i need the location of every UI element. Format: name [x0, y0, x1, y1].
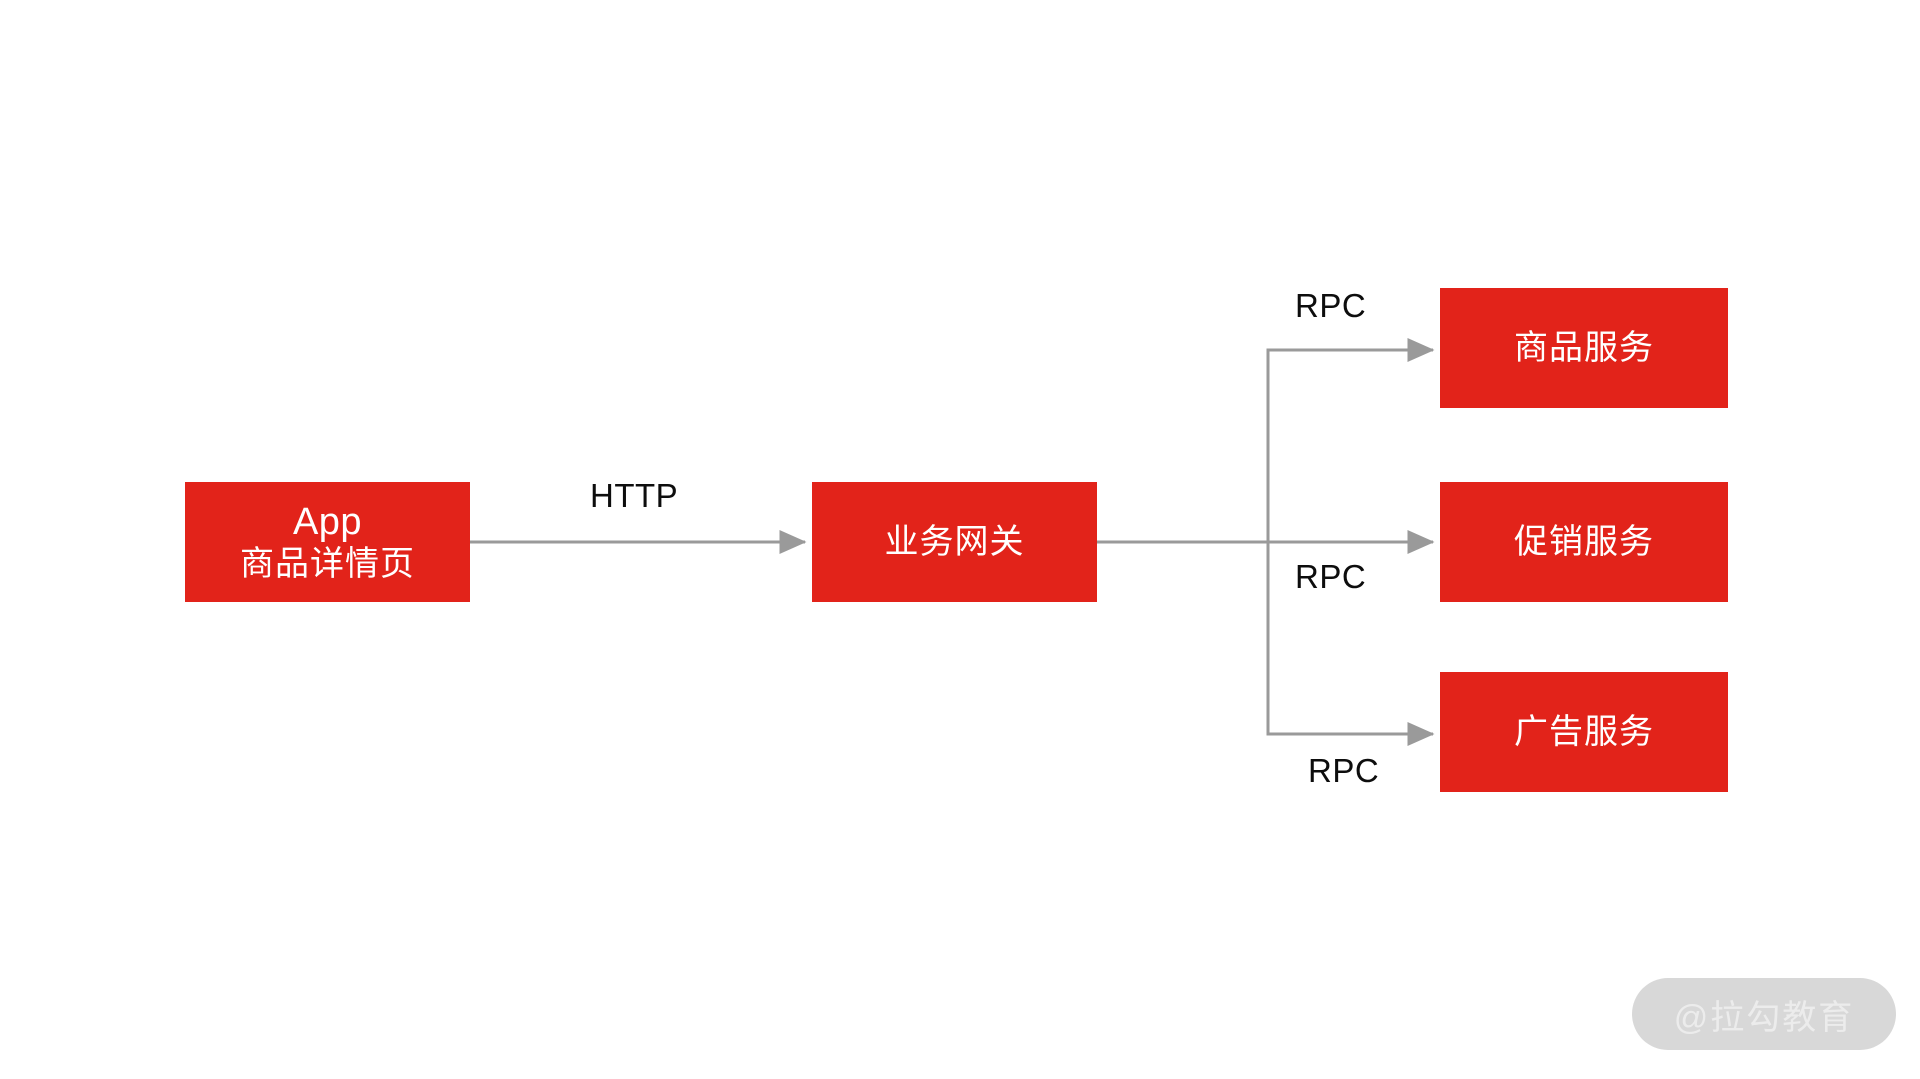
edge-label-http: HTTP [590, 477, 679, 514]
node-product-service[interactable]: 商品服务 [1440, 288, 1728, 408]
node-business-gateway[interactable]: 业务网关 [812, 482, 1097, 602]
node-ad-service[interactable]: 广告服务 [1440, 672, 1728, 792]
watermark-text: @拉勾教育 [1673, 998, 1855, 1037]
watermark-badge: @拉勾教育 [1632, 978, 1896, 1050]
node-promotion-service-title: 促销服务 [1514, 522, 1654, 561]
node-app-subtitle: 商品详情页 [240, 545, 415, 584]
node-product-service-title: 商品服务 [1514, 328, 1654, 367]
node-app[interactable]: App 商品详情页 [185, 482, 470, 602]
edge-label-rpc-product: RPC [1295, 287, 1367, 324]
node-business-gateway-title: 业务网关 [884, 522, 1025, 561]
node-ad-service-title: 广告服务 [1514, 712, 1654, 751]
edge-label-rpc-promotion: RPC [1295, 558, 1367, 595]
node-app-title: App [292, 500, 363, 543]
node-promotion-service[interactable]: 促销服务 [1440, 482, 1728, 602]
edge-label-rpc-ad: RPC [1308, 752, 1380, 789]
